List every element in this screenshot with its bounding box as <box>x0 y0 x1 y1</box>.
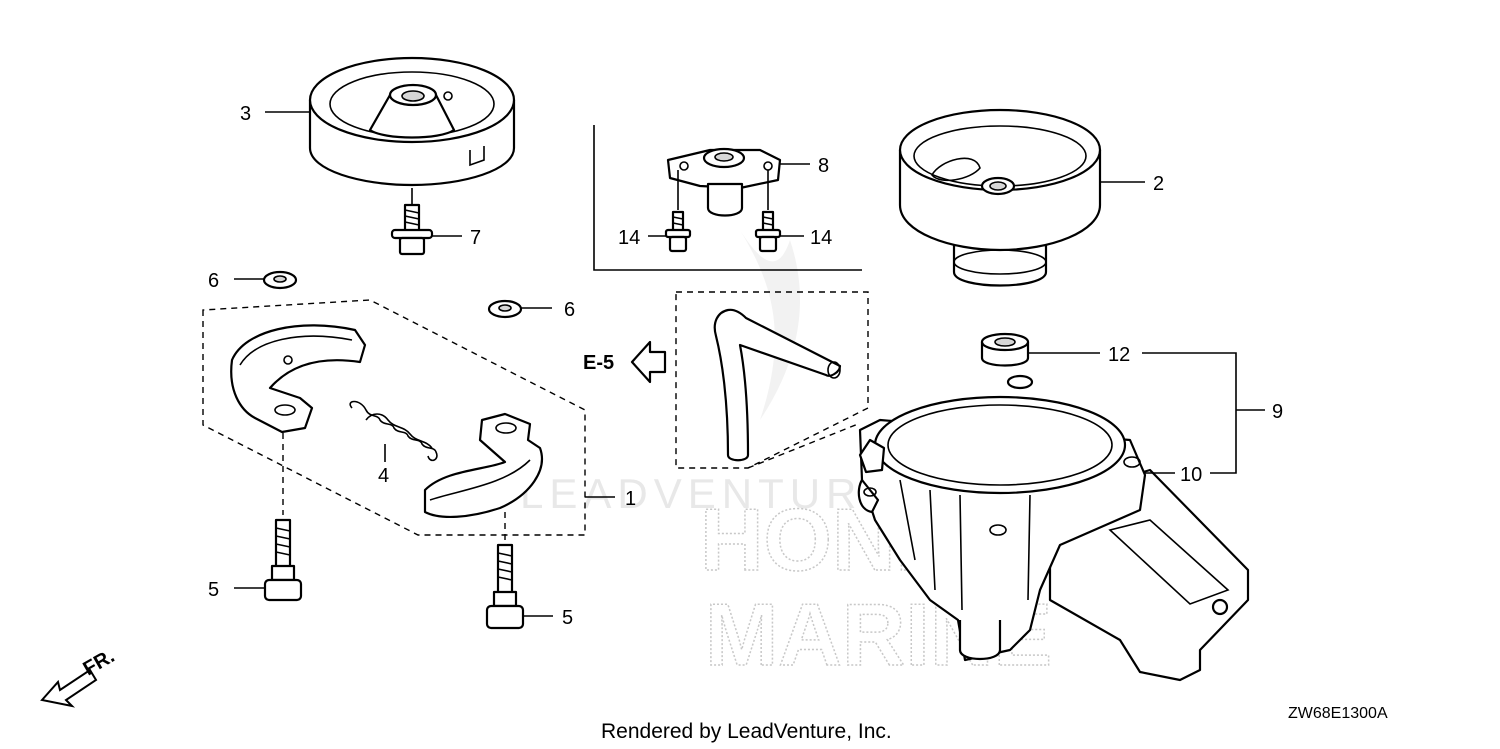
group-8-bracket <box>593 125 862 271</box>
hose-group-outline <box>675 291 869 469</box>
diagram-code: ZW68E1300A <box>1288 705 1388 722</box>
callout-6b: 6 <box>564 299 575 321</box>
part-5-screw-right[interactable] <box>485 543 525 630</box>
part-3-clutch-drum[interactable] <box>308 56 516 187</box>
watermark-flame-icon <box>740 230 800 420</box>
part-5-screw-left[interactable] <box>263 518 303 602</box>
part-14-screw-right[interactable] <box>754 170 782 253</box>
callout-6a: 6 <box>208 270 219 292</box>
part-10-gear-case[interactable] <box>857 374 1250 682</box>
callout-10: 10 <box>1180 464 1202 486</box>
callout-7: 7 <box>470 227 481 249</box>
callout-3: 3 <box>240 103 251 125</box>
part-4-spring[interactable] <box>349 400 438 462</box>
callout-4: 4 <box>378 465 389 487</box>
callout-1: 1 <box>625 488 636 510</box>
callout-2: 2 <box>1153 173 1164 195</box>
callout-14b: 14 <box>810 227 832 249</box>
part-2-drum-cup[interactable] <box>898 108 1102 287</box>
hose-guide <box>747 423 859 469</box>
part-1-clutch-shoe-lower[interactable] <box>423 412 543 519</box>
callout-14a: 14 <box>618 227 640 249</box>
part-1-clutch-shoe-upper[interactable] <box>230 324 367 434</box>
reference-e5-label: E-5 <box>583 352 614 374</box>
callout-5a: 5 <box>208 579 219 601</box>
callout-9: 9 <box>1272 401 1283 423</box>
part-12-seal[interactable] <box>980 332 1030 367</box>
reference-e5[interactable]: E-5 <box>583 340 667 384</box>
callout-12: 12 <box>1108 344 1130 366</box>
part-hose[interactable] <box>713 308 842 462</box>
part-7-bolt[interactable] <box>390 188 434 256</box>
part-8-plate[interactable] <box>666 147 782 217</box>
bracket-9 <box>1142 352 1237 474</box>
part-6-washer-left[interactable] <box>262 270 298 290</box>
callout-5b: 5 <box>562 607 573 629</box>
front-arrow-icon <box>40 668 98 708</box>
front-direction-indicator: FR. <box>40 645 118 708</box>
assembly-1-outline <box>202 299 586 536</box>
credit-text: Rendered by LeadVenture, Inc. <box>601 720 892 743</box>
reference-arrow-icon <box>630 340 667 384</box>
part-14-screw-left[interactable] <box>664 170 692 253</box>
callout-8: 8 <box>818 155 829 177</box>
watermark-leadventure: LEADVENTURE <box>520 470 896 517</box>
part-6-washer-right[interactable] <box>487 299 523 319</box>
